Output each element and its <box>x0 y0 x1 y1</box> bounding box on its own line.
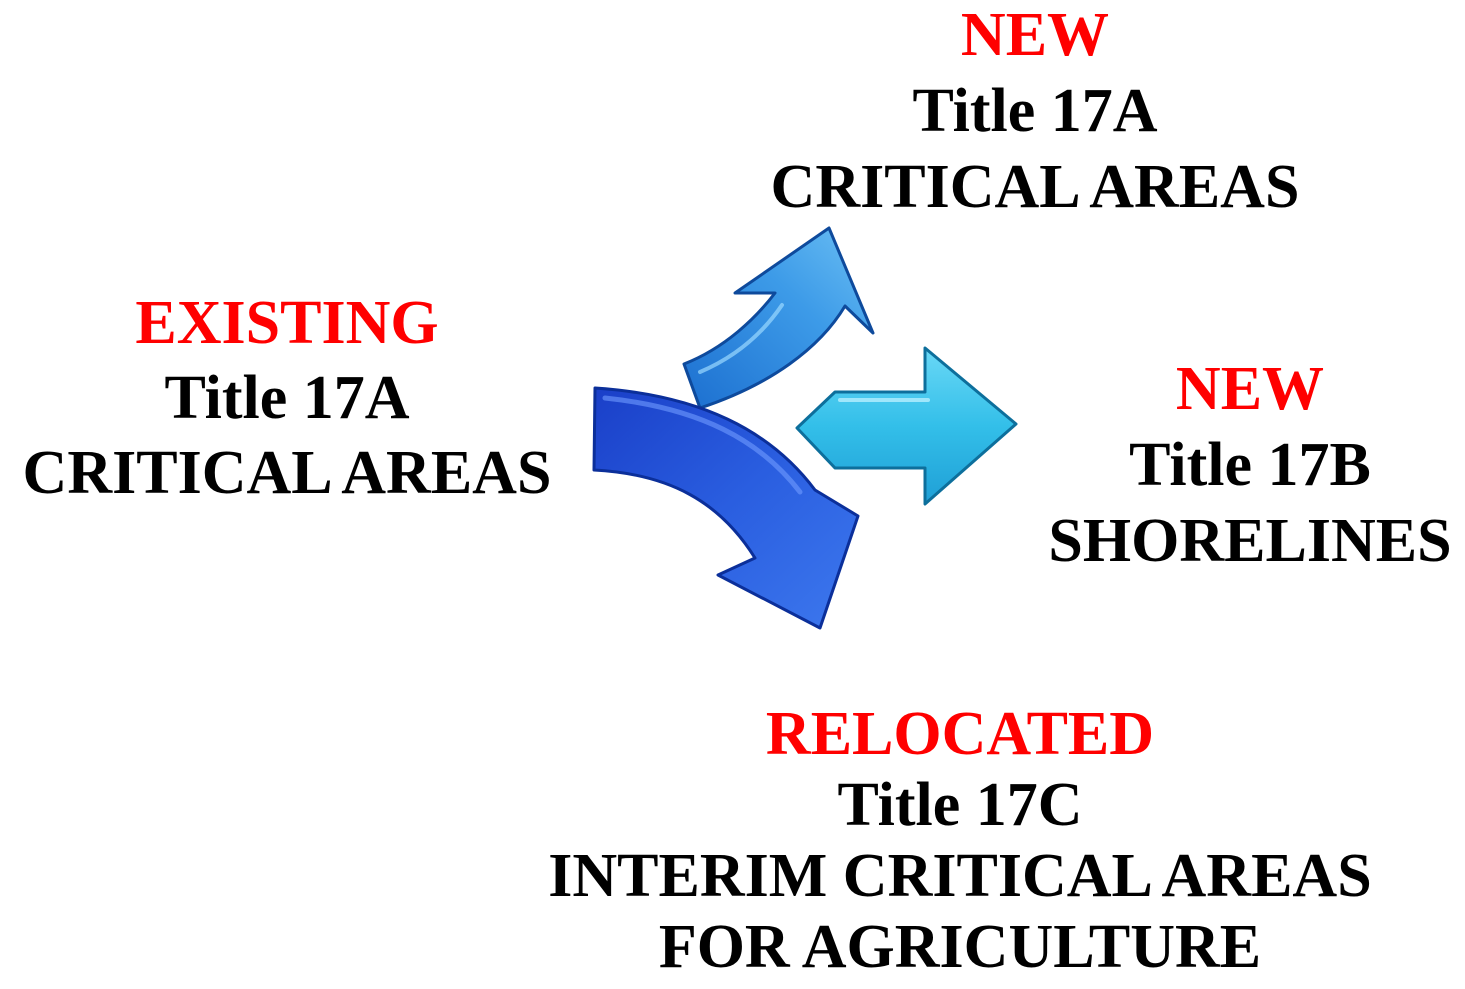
relocated-name-line2: FOR AGRICULTURE <box>658 913 1262 981</box>
relocated-block: RELOCATED Title 17C INTERIM CRITICAL ARE… <box>500 703 1420 987</box>
new-top-name: CRITICAL AREAS <box>770 153 1300 221</box>
arrows-graphic <box>592 226 1018 630</box>
new-top-block: NEW Title 17A CRITICAL AREAS <box>735 4 1335 232</box>
existing-name: CRITICAL AREAS <box>22 439 552 507</box>
arrow-down-right-icon <box>592 386 860 630</box>
relocated-status: RELOCATED <box>765 700 1155 768</box>
arrow-right-icon <box>795 346 1018 506</box>
new-right-block: NEW Title 17B SHORELINES <box>1035 358 1465 586</box>
new-top-status: NEW <box>960 1 1110 69</box>
new-right-status: NEW <box>1175 355 1325 423</box>
new-right-title: Title 17B <box>1129 431 1371 499</box>
new-right-name: SHORELINES <box>1048 507 1452 575</box>
existing-title: Title 17A <box>164 364 410 432</box>
relocated-title: Title 17C <box>837 771 1083 839</box>
new-top-title: Title 17A <box>912 77 1158 145</box>
existing-status: EXISTING <box>135 289 439 357</box>
relocated-name-line1: INTERIM CRITICAL AREAS <box>548 842 1372 910</box>
arrow-up-right-icon <box>682 226 875 410</box>
existing-block: EXISTING Title 17A CRITICAL AREAS <box>0 292 574 517</box>
